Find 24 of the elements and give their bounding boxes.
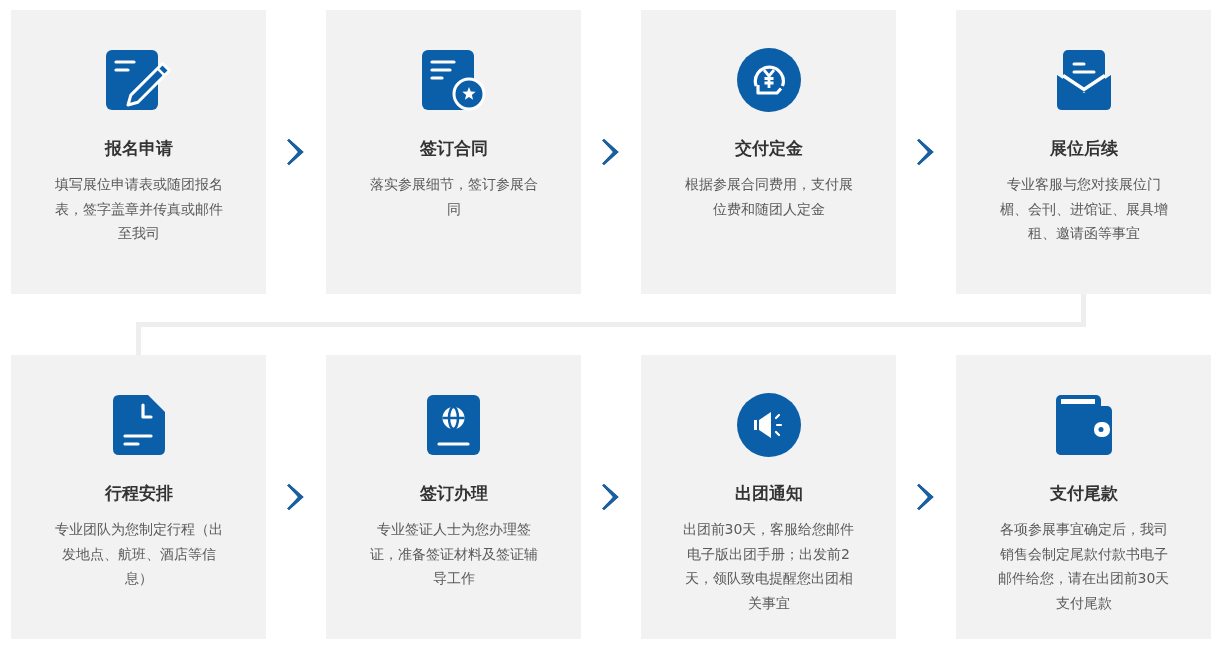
step-description: 专业签证人士为您办理签证，准备签证材料及签证辅导工作 (368, 520, 539, 588)
step-title: 行程安排 (104, 482, 173, 505)
step-card (326, 10, 581, 294)
step-card (956, 10, 1211, 294)
step-description: 出团前30天，客服给您邮件电子版出团手册；出发前2天，领队致电提醒您出团相关事宜 (681, 520, 856, 613)
step-card (641, 10, 896, 294)
step-card (326, 355, 581, 639)
step-title: 交付定金 (734, 137, 803, 160)
step-card (956, 355, 1211, 639)
step-title: 展位后续 (1049, 137, 1118, 160)
step-card (641, 355, 896, 639)
step-title: 签订合同 (419, 137, 488, 160)
step-description: 专业客服与您对接展位门楣、会刊、进馆证、展具增租、邀请函等事宜 (998, 175, 1169, 243)
step-card (11, 355, 266, 639)
step-description: 填写展位申请表或随团报名表，签字盖章并传真或邮件至我司 (53, 175, 224, 243)
step-card (11, 10, 266, 294)
step-title: 报名申请 (104, 137, 173, 160)
step-title: 签订办理 (419, 482, 488, 505)
step-title: 支付尾款 (1049, 482, 1118, 505)
step-description: 各项参展事宜确定后，我司销售会制定尾款付款书电子邮件给您，请在出团前30天支付尾款 (996, 520, 1171, 613)
step-description: 落实参展细节，签订参展合同 (368, 175, 539, 219)
step-title: 出团通知 (734, 482, 803, 505)
step-description: 专业团队为您制定行程（出发地点、航班、酒店等信息） (53, 520, 224, 588)
step-description: 根据参展合同费用，支付展位费和随团人定金 (683, 175, 854, 219)
